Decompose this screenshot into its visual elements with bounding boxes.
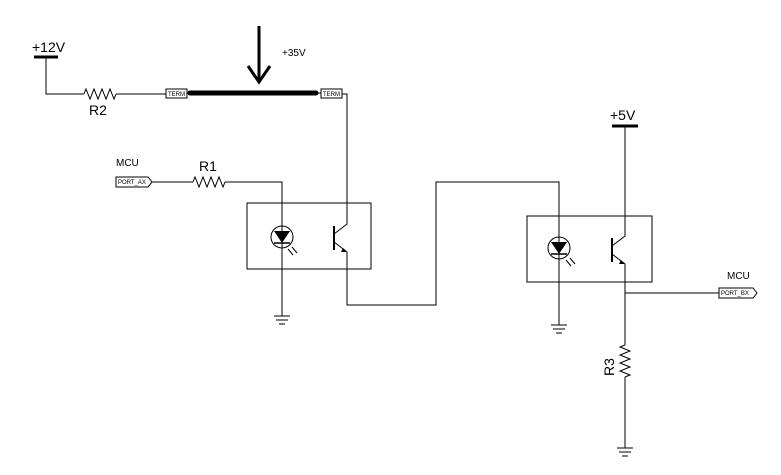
arrow-35v	[246, 26, 272, 85]
terminal-left	[165, 88, 188, 99]
led-1	[270, 225, 298, 256]
resistor-r2	[83, 87, 117, 101]
mcu-label-b: MCU	[727, 271, 750, 282]
wire-term-collector1	[342, 93, 348, 221]
wire-12v-r2	[45, 57, 84, 95]
resistor-r2-label: R2	[89, 102, 107, 118]
supply-12v-label: +12V	[32, 39, 66, 55]
phototransistor-1	[333, 221, 348, 260]
phototransistor-2	[611, 228, 626, 272]
resistor-r1-label: R1	[199, 158, 217, 174]
supply-5v: +5V	[610, 107, 638, 128]
supply-12v: +12V	[32, 39, 66, 59]
label-35v: +35V	[282, 48, 306, 59]
ground-2	[551, 324, 567, 334]
mcu-label-a: MCU	[116, 158, 139, 169]
port-ax-connector	[115, 176, 153, 188]
ground-3	[617, 447, 633, 457]
optocoupler-2	[526, 215, 653, 283]
terminal-left-label: TERM	[168, 92, 185, 98]
wire-r1-led1	[225, 181, 283, 226]
terminal-right-label: TERM	[323, 92, 340, 98]
resistor-r3-label: R3	[601, 358, 617, 376]
wire-opto1-opto2	[346, 181, 560, 306]
ground-1	[274, 315, 290, 325]
resistor-r3	[618, 344, 632, 378]
optocoupler-1	[246, 202, 372, 270]
resistor-r1	[192, 175, 226, 189]
port-bx-label: PORT_BX	[721, 291, 749, 297]
led-2	[547, 230, 576, 267]
port-ax-label: PORT_AX	[118, 180, 146, 186]
supply-5v-label: +5V	[610, 107, 636, 123]
port-bx-connector	[718, 287, 758, 299]
